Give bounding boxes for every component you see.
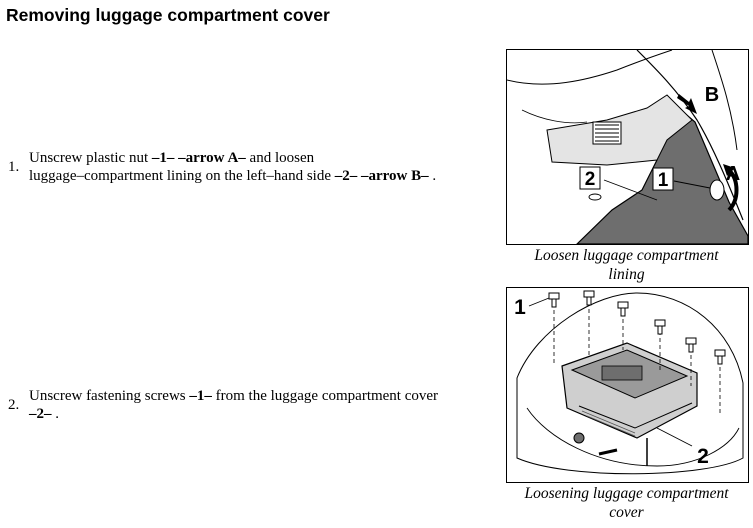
caption-line: lining <box>608 266 645 283</box>
caption-line: Loosening luggage compartment <box>524 485 729 502</box>
caption-line: Loosen luggage compartment <box>534 247 719 264</box>
figure-loosen-cover: 1 2 <box>506 287 749 483</box>
figure-caption: Loosening luggage compartment cover <box>506 484 747 522</box>
part-reference: –1– –arrow A– <box>151 150 246 166</box>
step-line: Unscrew fastening screws –1– from the lu… <box>29 387 438 405</box>
step-line: –2– . <box>29 405 438 423</box>
callout-label: B <box>705 84 719 106</box>
caption-line: cover <box>609 504 644 521</box>
callout-label: 1 <box>658 170 669 191</box>
lining-illustration: 2 1 A B <box>507 50 748 244</box>
step-text: Unscrew plastic nut –1– –arrow A– and lo… <box>29 149 436 185</box>
callout-label: 1 <box>514 296 526 319</box>
callout-label: A <box>726 163 740 185</box>
step-number: 2. <box>8 397 20 413</box>
step-text: Unscrew fastening screws –1– from the lu… <box>29 387 438 423</box>
text-run: luggage–compartment lining on the left–h… <box>29 168 335 184</box>
text-run: Unscrew fastening screws <box>29 388 190 404</box>
page-title: Removing luggage compartment cover <box>6 5 330 25</box>
callout-label: 2 <box>697 445 709 468</box>
text-run: . <box>428 168 437 184</box>
figure-loosen-lining: 2 1 A B <box>506 49 749 245</box>
text-run: from the luggage compartment cover <box>211 388 439 404</box>
part-reference: –2– <box>29 406 52 422</box>
figure-caption: Loosen luggage compartment lining <box>506 246 747 284</box>
part-reference: –1– <box>189 388 212 404</box>
step-line: Unscrew plastic nut –1– –arrow A– and lo… <box>29 149 436 167</box>
text-run: . <box>51 406 59 422</box>
text-run: Unscrew plastic nut <box>29 150 152 166</box>
step-number: 1. <box>8 159 20 175</box>
part-reference: –2– –arrow B– <box>334 168 429 184</box>
callout-label: 2 <box>585 169 596 190</box>
text-run: and loosen <box>245 150 315 166</box>
step-line: luggage–compartment lining on the left–h… <box>29 167 436 185</box>
cover-illustration: 1 2 <box>514 290 744 475</box>
